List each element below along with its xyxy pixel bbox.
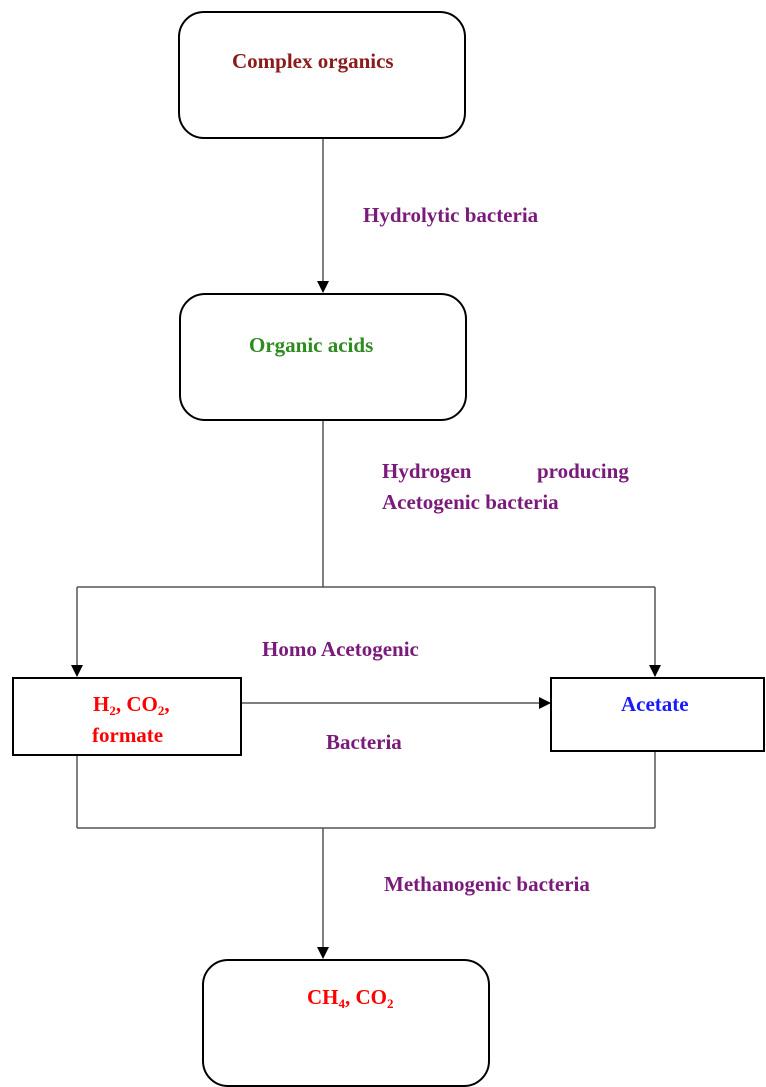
ch4-prefix: CH [307, 985, 339, 1009]
acetate-label: Acetate [621, 692, 689, 716]
hydrogen-word-label: Hydrogen [382, 459, 472, 483]
producing-word-label: producing [537, 459, 629, 483]
organic-acids-box [179, 293, 467, 421]
ch4-co2-label: CH4, CO2 [307, 985, 394, 1012]
homo-acetogenic-label: Homo Acetogenic [262, 637, 419, 661]
h2-co2-formate-box [12, 677, 242, 756]
h2-mid: , CO [115, 692, 158, 716]
h2-suffix: , [164, 692, 170, 716]
h2-prefix: H [93, 692, 110, 716]
bacteria-label: Bacteria [326, 730, 402, 754]
complex-organics-box [178, 11, 466, 139]
h2-sub-2: 2 [157, 703, 165, 718]
ch4-sub-2: 2 [387, 996, 394, 1011]
complex-organics-label: Complex organics [232, 49, 394, 73]
acetogenic-bacteria-label: Acetogenic bacteria [382, 490, 559, 514]
ch4-co2-box [202, 959, 490, 1087]
hydrolytic-bacteria-label: Hydrolytic bacteria [363, 203, 539, 227]
formate-label: formate [92, 723, 164, 747]
ch4-sub-1: 4 [338, 996, 346, 1011]
methanogenic-bacteria-label: Methanogenic bacteria [384, 872, 590, 896]
organic-acids-label: Organic acids [249, 333, 374, 357]
h2-co2-label: H2, CO2, [93, 692, 170, 719]
h2-sub-1: 2 [109, 703, 116, 718]
acetate-box [550, 677, 765, 752]
ch4-mid: , CO [345, 985, 387, 1009]
